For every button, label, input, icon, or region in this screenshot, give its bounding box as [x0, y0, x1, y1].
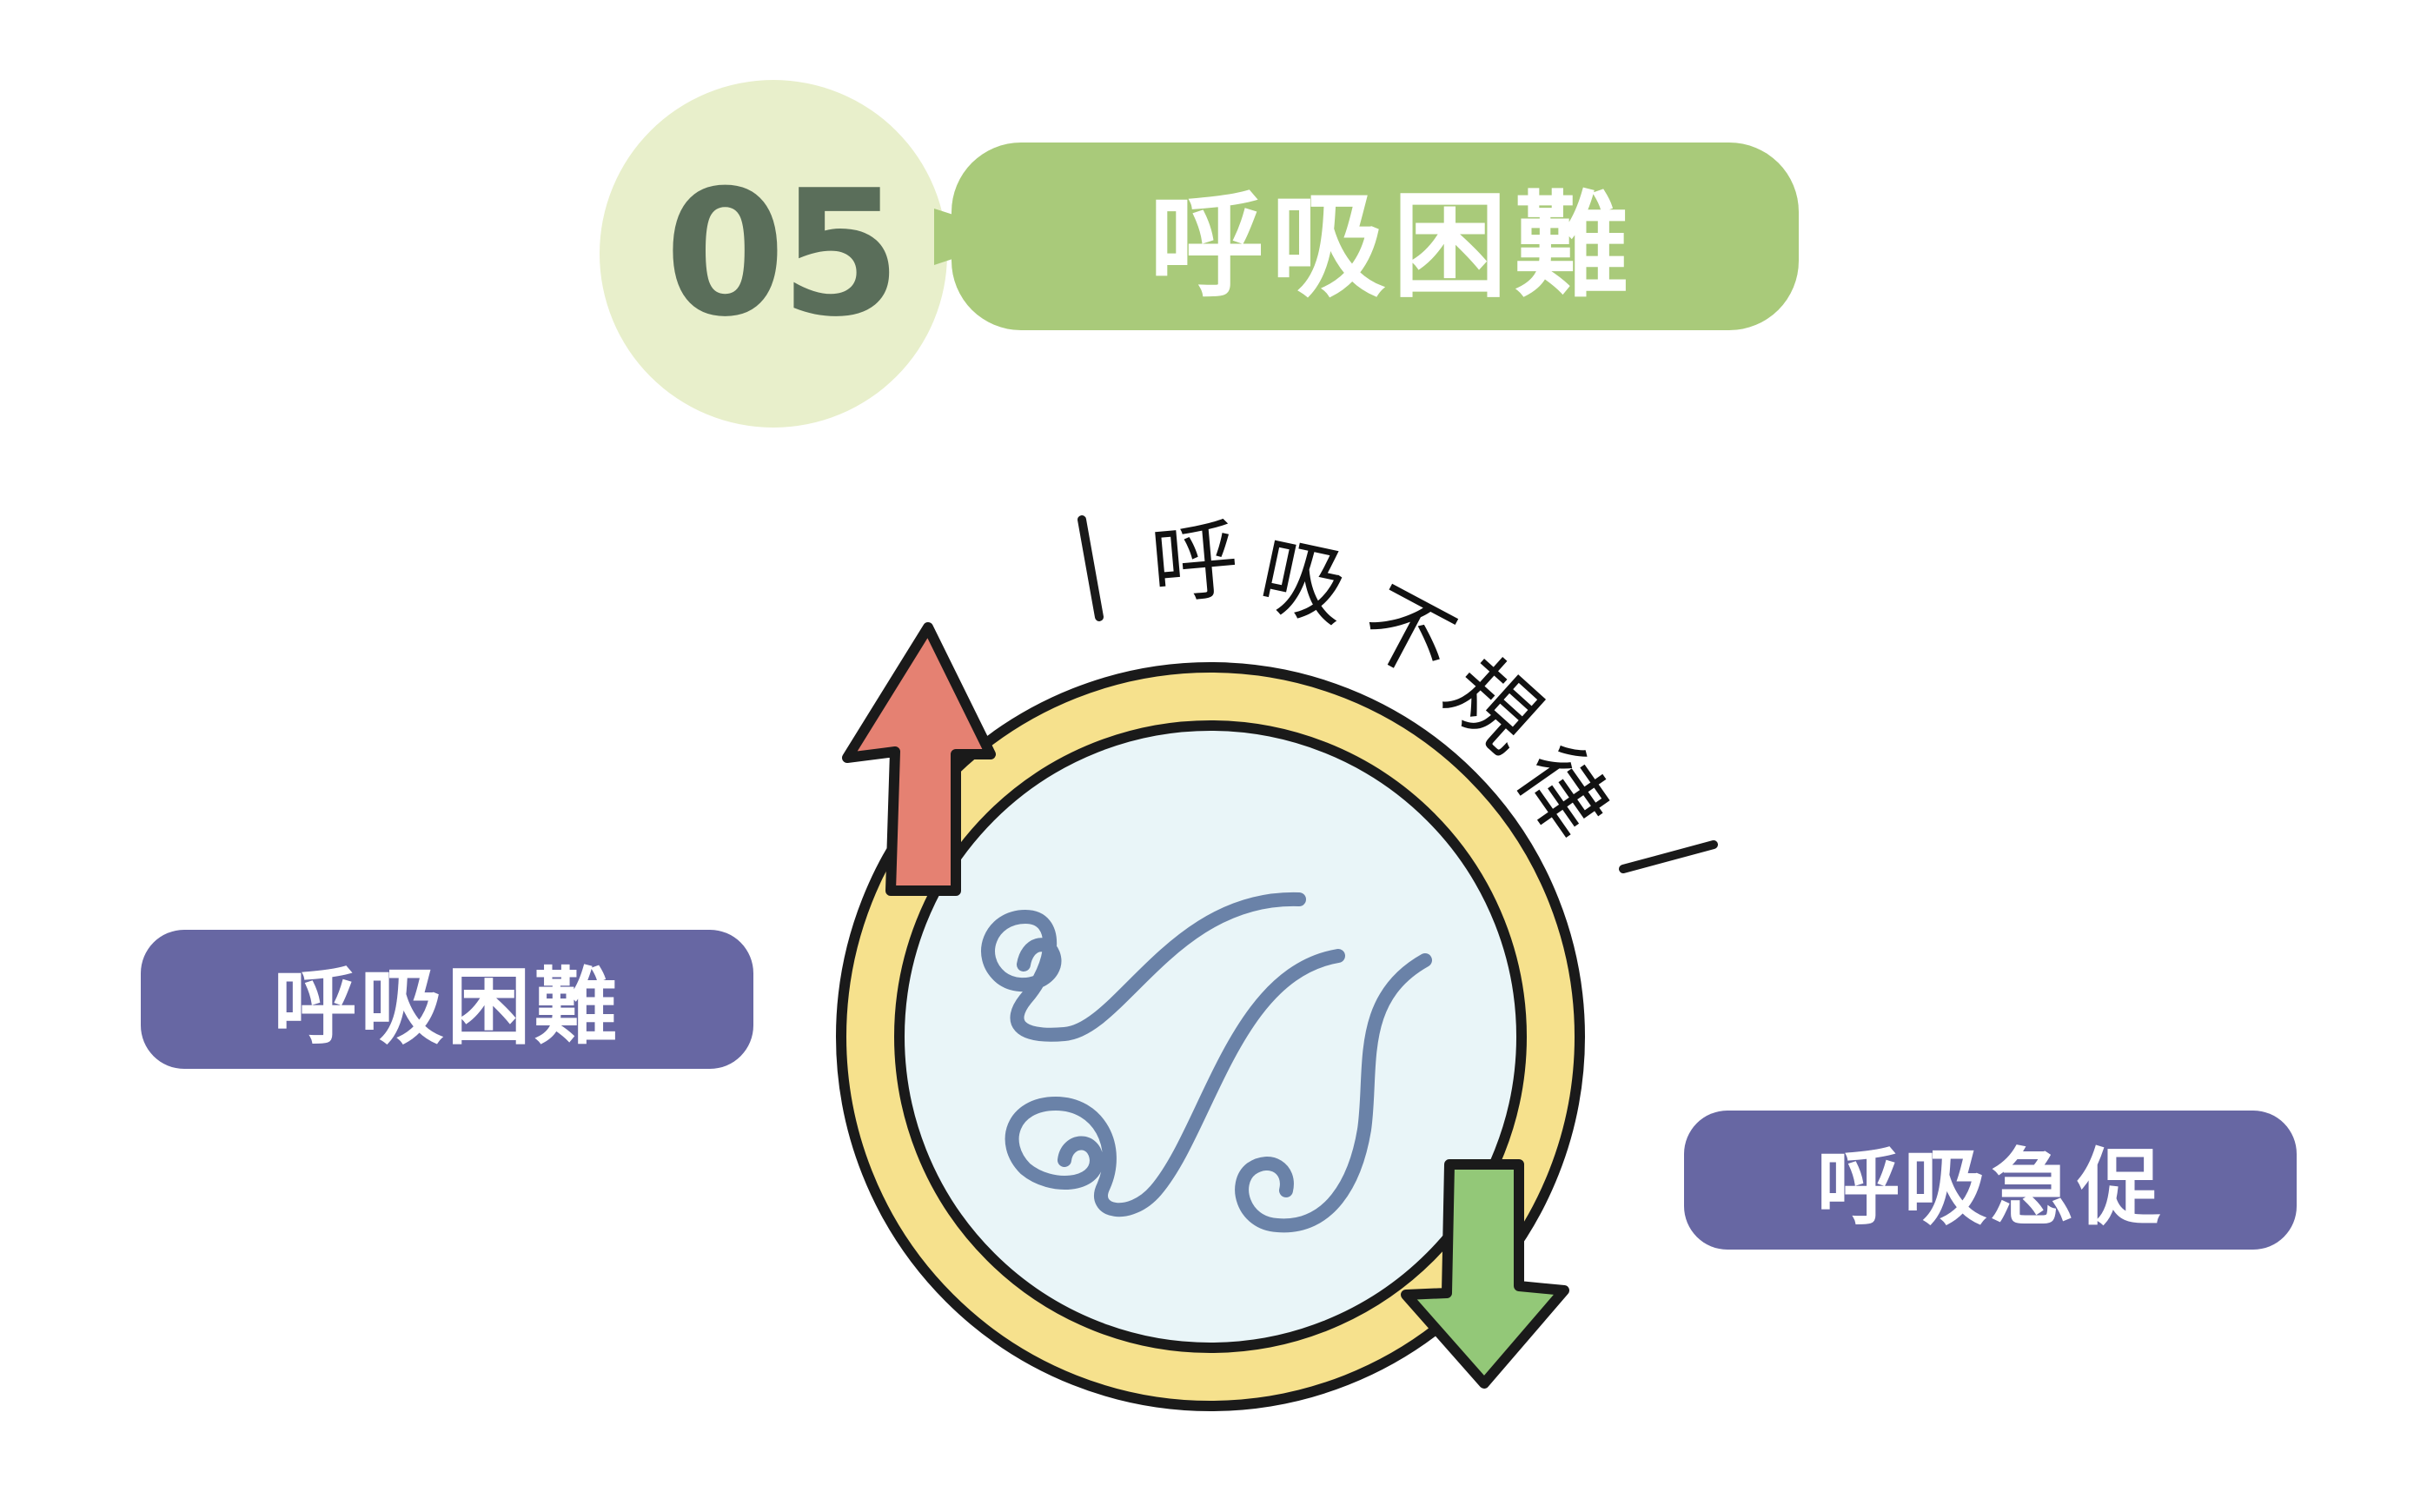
title-banner: 呼吸困難 [952, 143, 1799, 330]
section-number: 05 [664, 152, 901, 355]
arrow-down-icon [1401, 1159, 1569, 1389]
tick-mark-left [1078, 515, 1104, 621]
page-title: 呼吸困難 [1149, 179, 1636, 314]
label-rapid: 呼吸急促 [1684, 1111, 2297, 1250]
label-difficulty: 呼吸困難 [141, 930, 753, 1069]
label-difficulty-text: 呼吸困難 [273, 958, 621, 1056]
curved-char-1: 呼 [1147, 507, 1243, 618]
curved-char-2: 吸 [1250, 522, 1357, 641]
wind-swirl-icon [981, 892, 1432, 1233]
tick-mark-right [1619, 840, 1718, 873]
arrow-up-icon [842, 622, 996, 896]
number-badge: 05 [600, 80, 947, 428]
label-rapid-text: 呼吸急促 [1816, 1138, 2165, 1237]
inner-disc [894, 720, 1527, 1353]
